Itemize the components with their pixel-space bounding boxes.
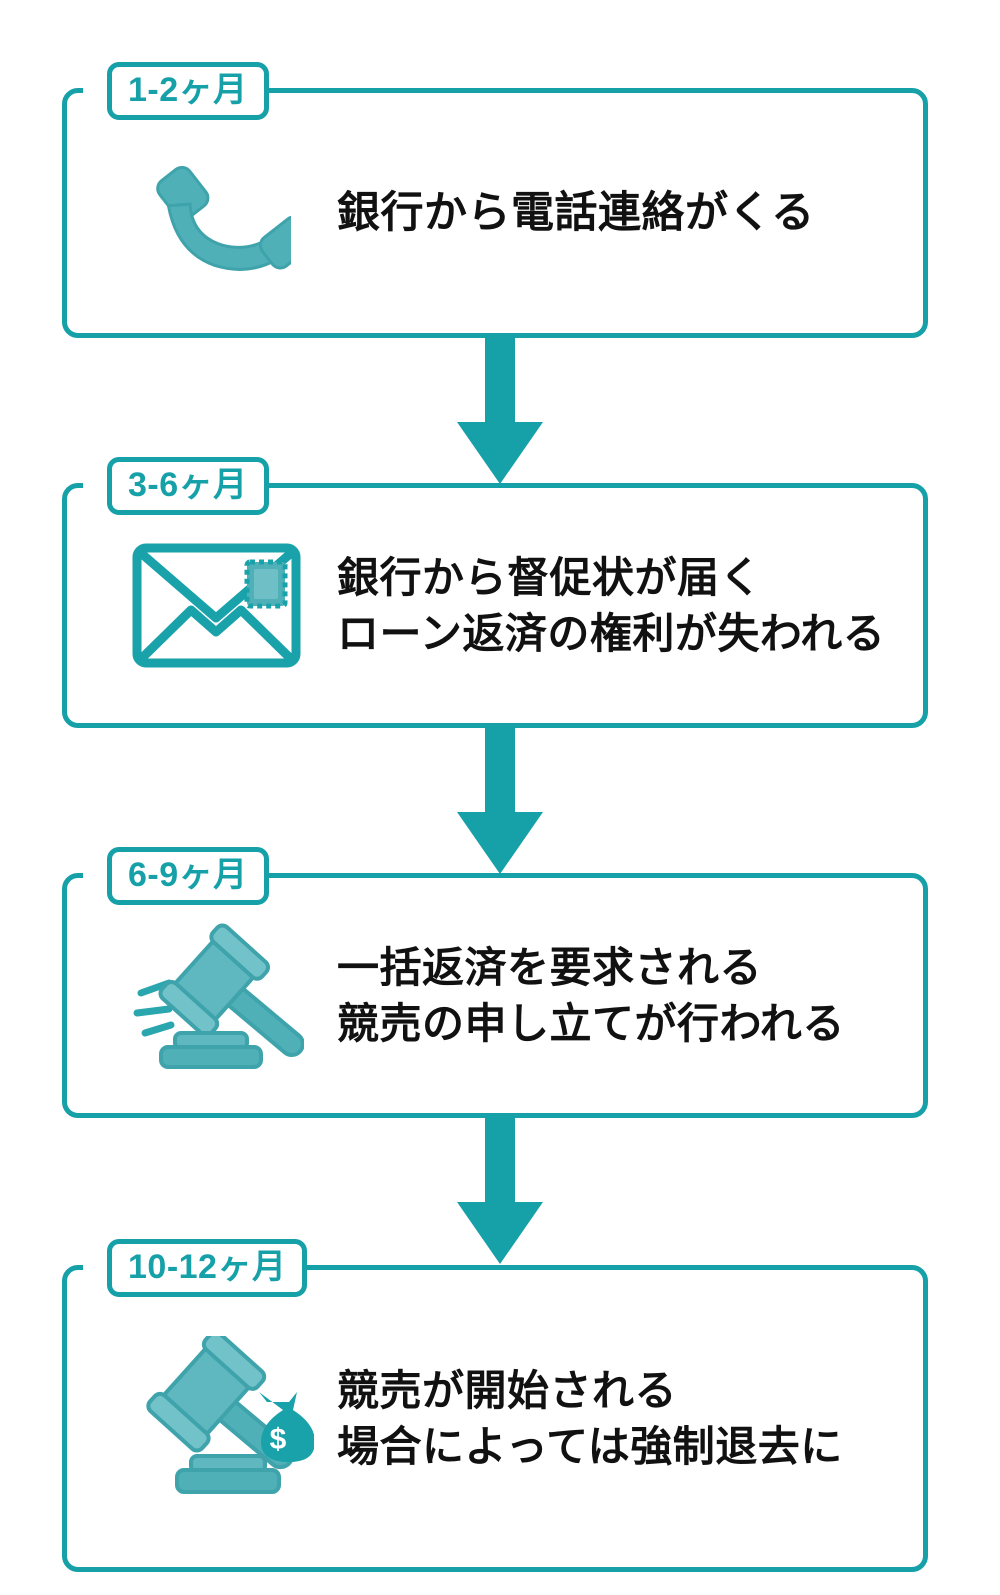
sound-block-icon bbox=[174, 1454, 281, 1494]
gavel-money-bag-icon: $ bbox=[101, 1336, 331, 1501]
badge-notch bbox=[83, 483, 107, 488]
telephone-icon bbox=[101, 138, 331, 288]
step-badge-2: 3-6ヶ月 bbox=[107, 457, 269, 516]
flow-step-3: 6-9ヶ月 bbox=[62, 847, 928, 1118]
badge-notch bbox=[83, 873, 107, 878]
badge-notch bbox=[83, 1265, 107, 1270]
flow-step-2: 3-6ヶ月 銀行から督促状が届く ローン返済の権利が失われ bbox=[62, 457, 928, 728]
step-badge-3: 6-9ヶ月 bbox=[107, 847, 269, 906]
step-text-2: 銀行から督促状が届く ローン返済の権利が失われる bbox=[331, 550, 903, 661]
money-bag-icon: $ bbox=[258, 1392, 314, 1462]
sound-block-icon bbox=[158, 1030, 263, 1069]
step-content: 銀行から電話連絡がくる bbox=[67, 112, 923, 314]
step-text-line: 一括返済を要求される bbox=[337, 944, 763, 992]
step-badge-1: 1-2ヶ月 bbox=[107, 62, 269, 121]
envelope-stamp-icon bbox=[101, 538, 331, 673]
flow-step-4: 10-12ヶ月 bbox=[62, 1239, 928, 1572]
step-badge-4: 10-12ヶ月 bbox=[107, 1239, 308, 1298]
step-text-line: 銀行から電話連絡がくる bbox=[337, 188, 815, 237]
step-text-line: 競売が開始される bbox=[337, 1367, 678, 1415]
step-text-line: 競売の申し立てが行われる bbox=[337, 999, 845, 1047]
step-text-3: 一括返済を要求される 競売の申し立てが行われる bbox=[331, 940, 903, 1051]
step-card: 6-9ヶ月 bbox=[62, 847, 928, 1118]
step-text-line: 銀行から督促状が届く bbox=[337, 554, 763, 602]
postage-stamp-icon bbox=[244, 559, 287, 609]
step-text-4: 競売が開始される 場合によっては強制退去に bbox=[331, 1363, 903, 1474]
step-content: 一括返済を要求される 競売の申し立てが行われる bbox=[67, 895, 923, 1097]
step-text-line: 場合によっては強制退去に bbox=[337, 1422, 843, 1470]
step-card: 10-12ヶ月 bbox=[62, 1239, 928, 1572]
step-card: 3-6ヶ月 銀行から督促状が届く ローン返済の権利が失われ bbox=[62, 457, 928, 728]
badge-notch bbox=[83, 88, 107, 93]
step-text-line: ローン返済の権利が失われる bbox=[337, 609, 886, 657]
step-content: $ 競売が開始される 場合によっては強制退去に bbox=[67, 1310, 923, 1527]
step-content: 銀行から督促状が届く ローン返済の権利が失われる bbox=[67, 512, 923, 699]
svg-text:$: $ bbox=[269, 1423, 286, 1456]
step-card: 1-2ヶ月 銀行から電話連絡がくる bbox=[62, 62, 928, 338]
flow-step-1: 1-2ヶ月 銀行から電話連絡がくる bbox=[62, 62, 928, 338]
gavel-icon bbox=[101, 921, 331, 1071]
step-text-1: 銀行から電話連絡がくる bbox=[331, 185, 903, 242]
